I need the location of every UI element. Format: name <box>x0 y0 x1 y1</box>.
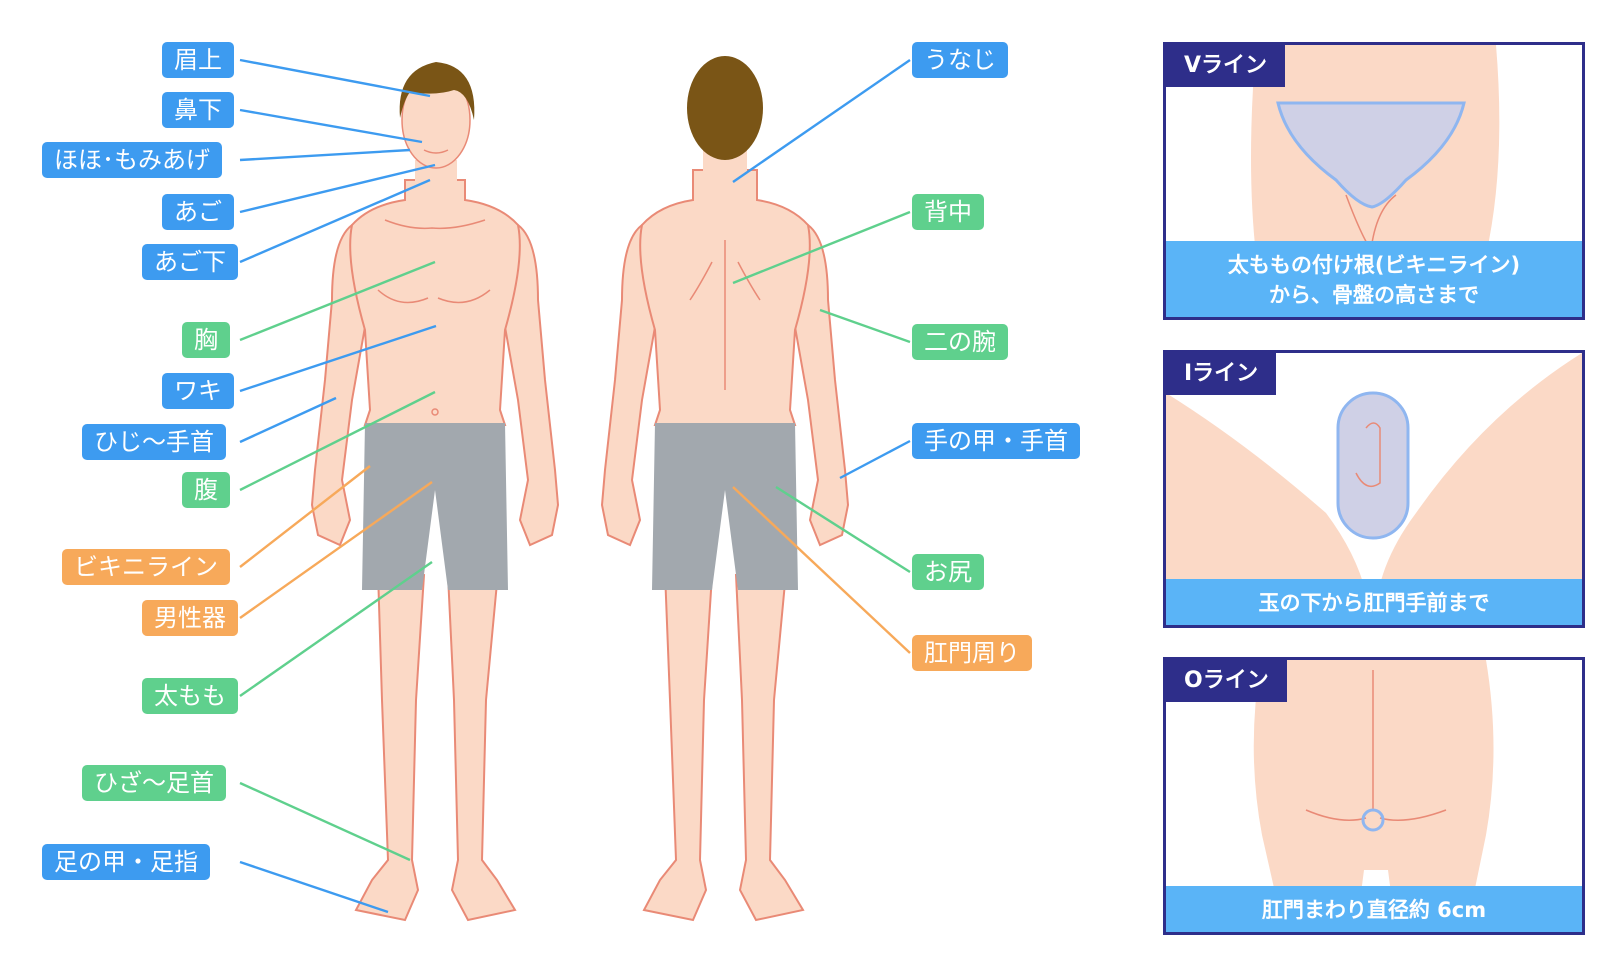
line-mayue <box>239 58 431 98</box>
label-hiji-tekubi: ひじ～手首 <box>82 424 226 460</box>
label-futomomo: 太もも <box>142 678 238 714</box>
line-hiji <box>239 396 337 444</box>
back-shorts <box>652 423 798 590</box>
label-oshiri: お尻 <box>912 554 984 590</box>
i-detail <box>1355 422 1381 488</box>
label-te-no-kou: 手の甲・手首 <box>912 423 1080 459</box>
label-danseiki: 男性器 <box>142 600 238 636</box>
back-right-arm <box>790 223 850 547</box>
label-hoho-momiage: ほほ･もみあげ <box>42 142 222 178</box>
panel-i-desc: 玉の下から肛門手前まで <box>1166 579 1582 625</box>
panel-o-desc: 肛門まわり直径約 6cm <box>1166 886 1582 932</box>
label-mune: 胸 <box>182 322 230 358</box>
v-zone <box>1276 101 1466 209</box>
panel-v-desc-line1: 太ももの付け根(ビキニライン) <box>1227 253 1521 277</box>
line-waki <box>239 324 437 393</box>
line-hiza <box>239 781 411 862</box>
label-unaji: うなじ <box>912 42 1008 78</box>
front-left-leg <box>354 570 426 922</box>
line-ago <box>239 163 436 214</box>
panel-o-line: Oライン 肛門まわり直径約 6cm <box>1163 657 1585 935</box>
line-danseiki <box>239 481 433 619</box>
label-bikini-line: ビキニライン <box>62 549 230 585</box>
panel-v-desc-line2: から、骨盤の高さまで <box>1269 283 1479 307</box>
back-figure <box>600 56 850 922</box>
line-unaji <box>732 59 911 183</box>
line-mune <box>239 260 436 342</box>
line-hoho <box>239 148 411 162</box>
label-hanashita: 鼻下 <box>162 92 234 128</box>
back-head <box>687 56 763 160</box>
label-ninoude: 二の腕 <box>912 324 1008 360</box>
front-figure <box>310 62 560 922</box>
panel-i-line: Iライン 玉の下から肛門手前まで <box>1163 350 1585 628</box>
i-line-illustration <box>1166 353 1582 625</box>
front-navel <box>431 408 439 416</box>
back-blade-left <box>689 261 713 301</box>
o-line-illustration <box>1253 660 1494 932</box>
label-hara: 腹 <box>182 472 230 508</box>
label-ashi-no-kou: 足の甲・足指 <box>42 844 210 880</box>
panel-i-title: Iライン <box>1166 353 1277 395</box>
line-tenokou <box>839 439 911 480</box>
i-thighs <box>1166 353 1582 625</box>
front-hair <box>399 62 475 120</box>
front-torso <box>349 179 521 426</box>
line-futomomo <box>239 561 433 697</box>
line-senaka <box>732 210 911 285</box>
label-ago: あご <box>162 194 234 230</box>
line-oshiri <box>775 485 911 574</box>
line-ashinokou <box>239 860 389 914</box>
label-waki: ワキ <box>162 373 234 409</box>
line-ninoude <box>819 308 911 344</box>
front-right-leg <box>446 570 517 922</box>
label-mayue: 眉上 <box>162 42 234 78</box>
panel-o-title: Oライン <box>1166 660 1287 702</box>
back-left-leg <box>642 570 714 922</box>
front-left-arm <box>310 223 370 547</box>
line-hanashita <box>239 108 423 144</box>
line-hara <box>239 390 436 492</box>
front-pec-right <box>437 289 491 304</box>
back-blade-right <box>737 261 761 301</box>
panel-v-line: Vライン 太ももの付け根(ビキニライン) から、骨盤の高さまで <box>1163 42 1585 320</box>
label-ago-shita: あご下 <box>142 244 238 280</box>
label-hiza-ashikubi: ひざ～足首 <box>82 765 226 801</box>
front-mouth <box>423 149 449 154</box>
back-left-arm <box>600 223 660 547</box>
panel-v-title: Vライン <box>1166 45 1286 87</box>
label-senaka: 背中 <box>912 194 984 230</box>
panel-v-desc: 太ももの付け根(ビキニライン) から、骨盤の高さまで <box>1166 241 1582 317</box>
line-bikini <box>239 465 371 568</box>
line-koumon <box>732 486 911 654</box>
panel-o-desc-line1: 肛門まわり直径約 6cm <box>1261 898 1487 922</box>
back-right-leg <box>734 570 805 922</box>
front-pec-left <box>377 289 429 304</box>
i-zone <box>1336 391 1410 540</box>
o-zone <box>1361 808 1385 832</box>
front-shorts <box>362 423 508 590</box>
leader-lines <box>239 58 911 914</box>
panel-i-desc-line1: 玉の下から肛門手前まで <box>1258 591 1490 615</box>
line-agoshita <box>239 178 431 264</box>
label-koumon-mawari: 肛門周り <box>912 635 1032 671</box>
front-right-arm <box>500 223 560 547</box>
front-collarbone <box>384 219 486 230</box>
